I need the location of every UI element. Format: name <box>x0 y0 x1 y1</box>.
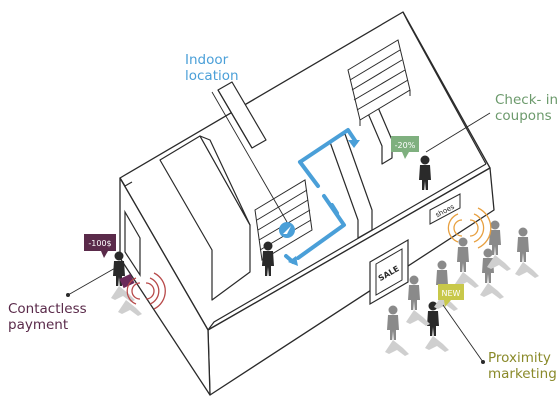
new-tag-bubble <box>438 284 464 307</box>
callout-dots <box>66 293 485 364</box>
route-arrowheads <box>288 140 360 266</box>
partition-walls <box>159 69 393 301</box>
wifi-contactless-icon <box>126 272 166 310</box>
label-contactless-payment: Contactless payment <box>8 301 87 333</box>
front-wall-top <box>119 11 487 331</box>
shelf-back <box>347 39 411 126</box>
discount-tag-text: -20% <box>395 141 416 150</box>
callout-lines <box>67 91 491 363</box>
new-tag-text: NEW <box>442 289 461 298</box>
location-pin-icon <box>279 222 295 238</box>
label-indoor-location: Indoor location <box>185 52 239 84</box>
wifi-proximity-icon <box>447 207 492 249</box>
sale-sign <box>369 238 409 306</box>
shoes-sign <box>429 193 461 225</box>
label-check-in-coupons: Check- in coupons <box>495 92 558 124</box>
label-proximity-marketing: Proximity marketing <box>488 350 557 382</box>
price-tag-text: -100$ <box>88 239 111 248</box>
discount-tag-bubble <box>391 136 419 159</box>
price-tag-bubble <box>84 234 116 258</box>
indoor-route <box>284 128 358 264</box>
left-entrance <box>124 209 141 278</box>
person-contactless <box>113 251 135 289</box>
